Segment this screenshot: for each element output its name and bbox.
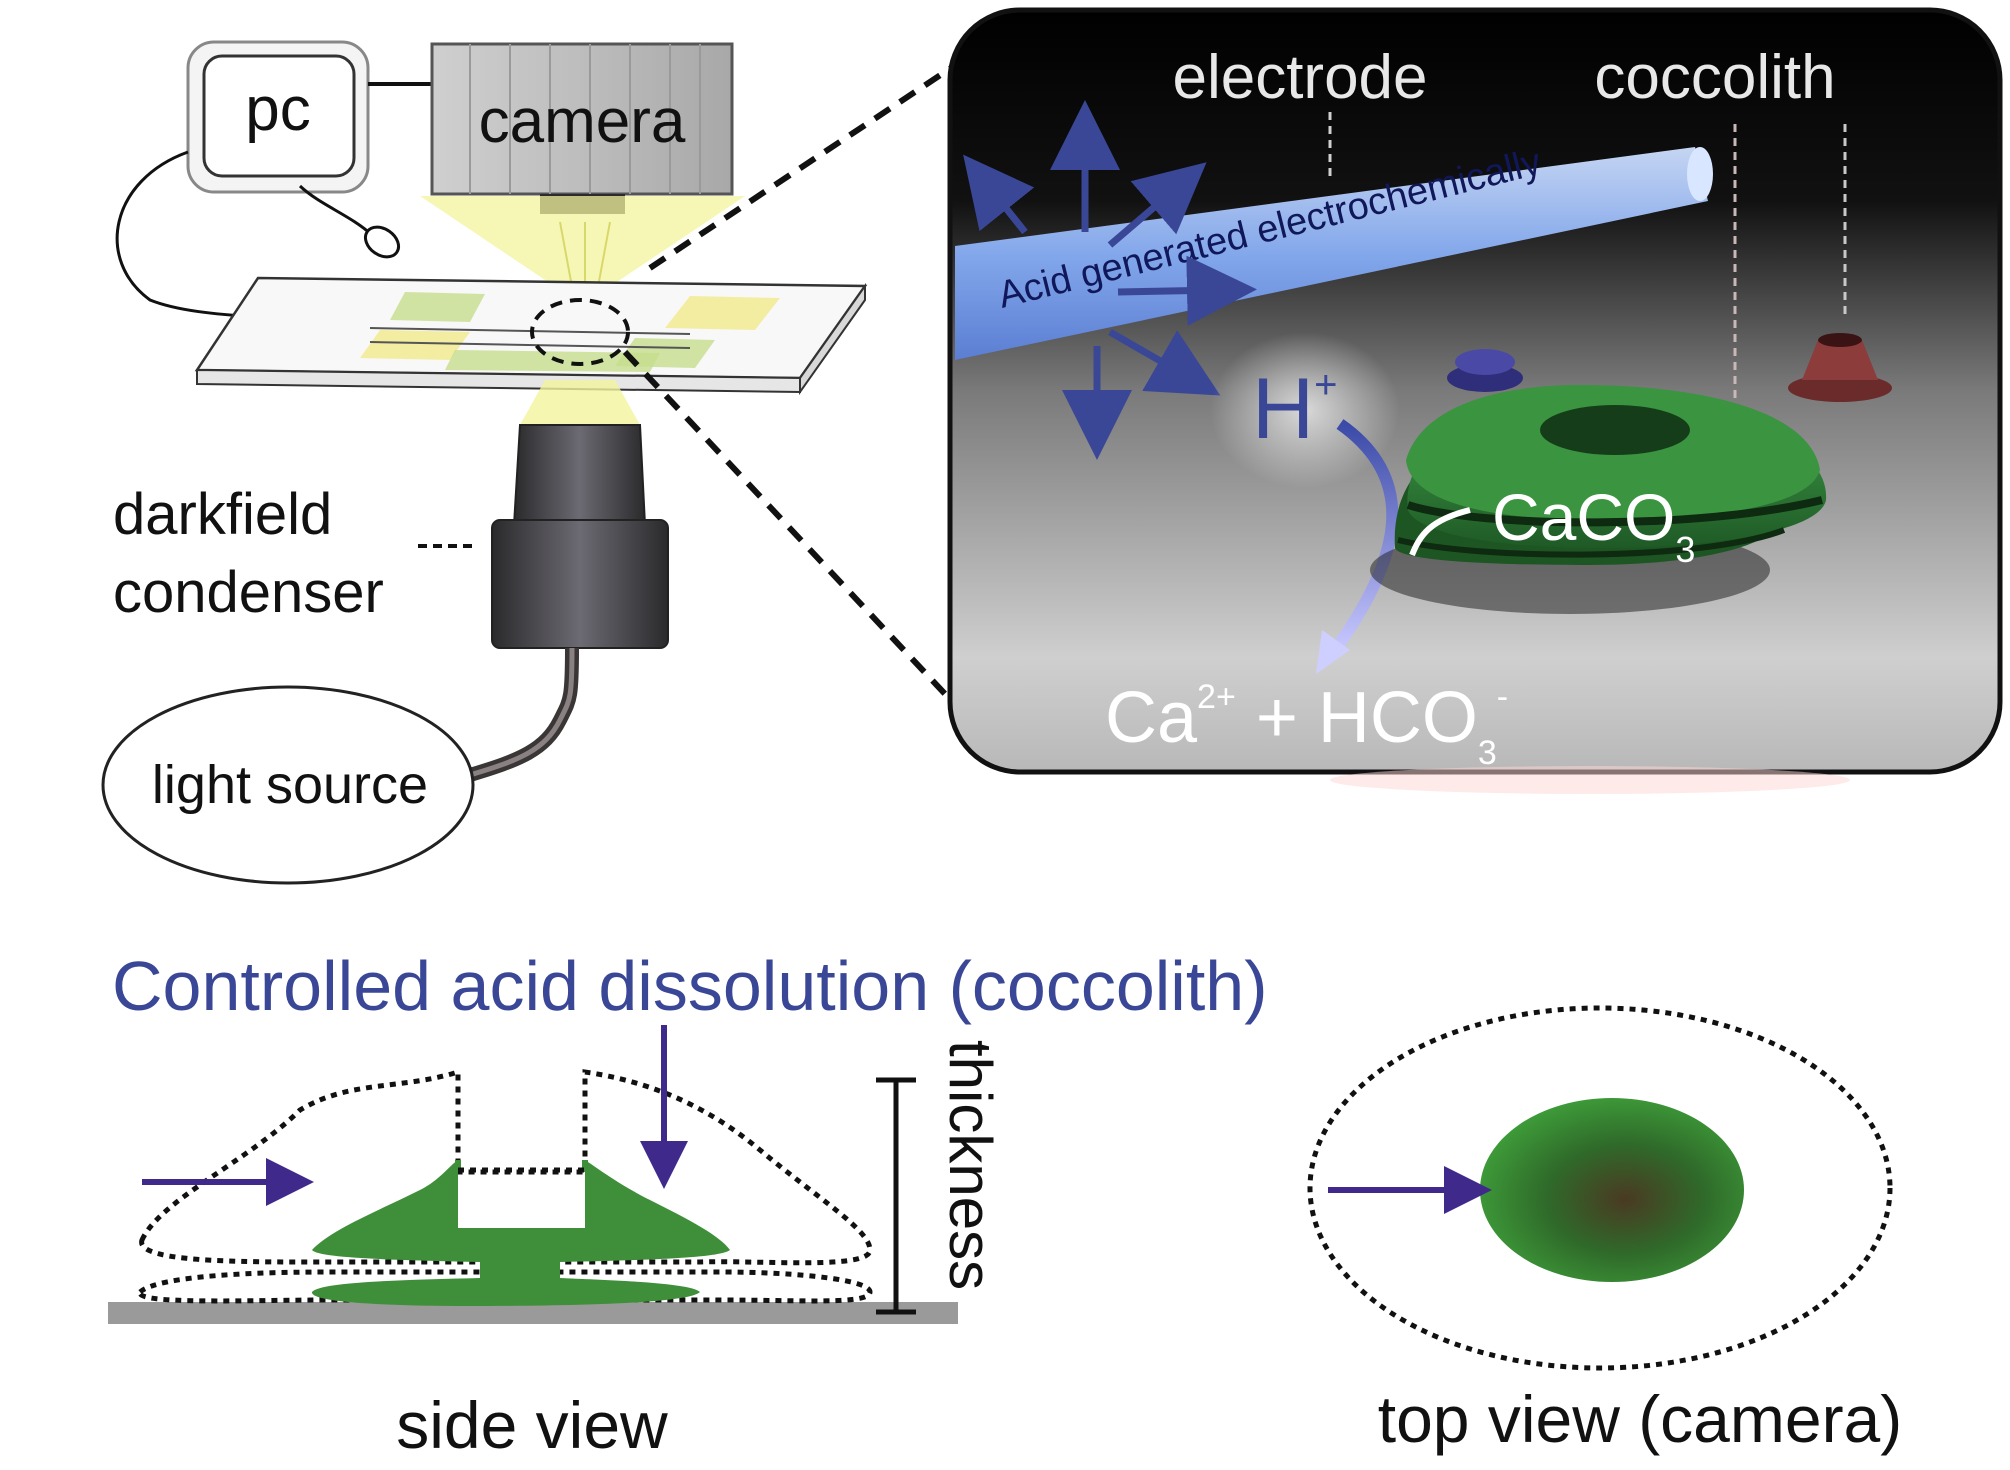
dissolved-coccolith — [311, 1160, 730, 1306]
zoom-line-bottom — [622, 349, 963, 713]
condenser-label: condenser — [113, 560, 384, 625]
coccolith-green-large — [1370, 385, 1827, 614]
top-view-label: top view (camera) — [1378, 1382, 1903, 1456]
microscope-setup: pc camera — [101, 40, 868, 885]
light-cone-bottom — [520, 380, 640, 425]
mouse-cable — [298, 184, 374, 237]
h-plus-label: H+ — [1252, 361, 1337, 457]
electrode-label: electrode — [1172, 43, 1427, 112]
light-cone-top — [420, 196, 745, 290]
coccolith-label: coccolith — [1594, 43, 1835, 112]
original-outline — [139, 1068, 873, 1266]
light-source — [101, 685, 475, 885]
side-view-diagram: thickness — [108, 1025, 1004, 1324]
focus-circle — [530, 298, 630, 366]
darkfield-condenser-icon — [491, 424, 669, 649]
caco3-leader — [1409, 507, 1471, 557]
coccolith-blue — [1447, 349, 1523, 392]
camera-label: camera — [479, 87, 686, 156]
zoom-line-top — [648, 59, 962, 271]
dissolved-coccolith-top — [1480, 1098, 1744, 1282]
thickness-label: thickness — [937, 1040, 1004, 1290]
darkfield-label: darkfield — [113, 482, 332, 547]
pc-label: pc — [245, 75, 310, 144]
section-title: Controlled acid dissolution (coccolith) — [112, 947, 1268, 1025]
side-view-label: side view — [396, 1388, 668, 1462]
top-view-diagram — [1307, 1005, 1893, 1371]
pc-monitor-icon — [186, 40, 370, 194]
mouse-icon — [363, 225, 401, 259]
light-source-label: light source — [152, 755, 428, 815]
original-outline-top — [1307, 1005, 1893, 1371]
zoom-scene: Acid generated electrochemically electro… — [947, 7, 2003, 794]
electrode-rod — [955, 147, 1713, 360]
products-label: Ca2+ + HCO3- — [1105, 678, 1508, 772]
caco3-label: CaCO3 — [1492, 480, 1695, 570]
acid-arrows — [963, 100, 1257, 460]
substrate — [108, 1302, 958, 1324]
thickness-bracket — [876, 1077, 916, 1315]
coccolith-red — [1788, 333, 1892, 402]
reaction-arrow — [1330, 419, 1399, 654]
